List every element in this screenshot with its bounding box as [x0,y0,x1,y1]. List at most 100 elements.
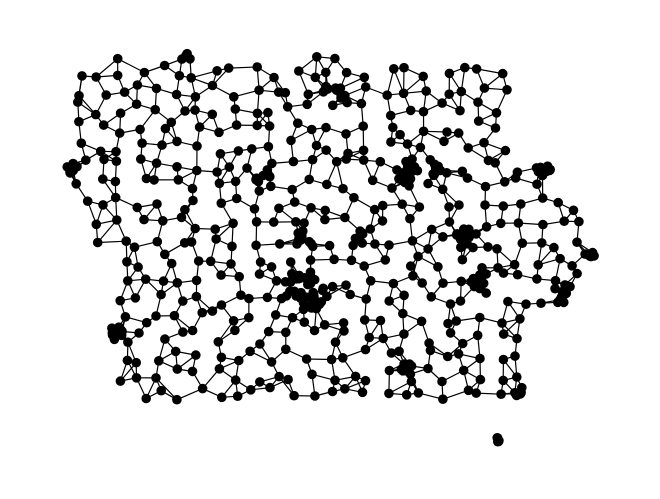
graph-node [532,179,542,189]
graph-node [472,330,483,341]
graph-node [194,122,205,132]
graph-node [517,238,528,248]
graph-node [442,127,452,137]
graph-node [123,276,133,286]
graph-node [122,257,132,267]
graph-node [438,232,448,242]
graph-node [182,51,192,62]
graph-node [457,338,468,349]
graph-node [174,70,185,81]
graph-node [280,277,291,287]
graph-node [406,376,417,387]
graph-node [401,390,412,400]
graph-node [537,238,547,248]
graph-node [77,71,87,81]
graph-node [497,68,508,79]
graph-node [121,236,131,246]
graph-node [309,325,320,336]
graph-node [166,117,177,128]
graph-node [308,289,319,300]
graph-node [76,138,87,148]
graph-node [263,326,274,337]
graph-node [271,276,282,286]
graph-node [339,326,349,336]
graph-node [230,176,241,187]
graph-node [438,394,448,405]
graph-node [98,174,108,184]
graph-node [341,154,352,164]
graph-node [151,373,161,383]
graph-node [111,156,122,166]
graph-node [234,271,244,282]
graph-node [172,394,182,405]
graph-node [151,158,162,168]
graph-node [417,278,428,288]
graph-node [512,372,522,382]
graph-node [306,203,316,213]
graph-node [280,87,291,98]
graph-node [545,164,555,175]
graph-node [568,205,579,216]
graph-node [111,146,121,157]
graph-node [197,383,208,394]
graph-node [516,387,526,398]
graph-node [305,255,316,265]
graph-node [536,298,546,309]
graph-node [492,433,503,443]
graph-node [491,108,502,118]
graph-node [266,181,276,192]
graph-node [445,299,456,309]
graph-node [115,108,126,118]
graph-node [160,249,170,260]
graph-node [210,224,220,234]
graph-node [213,337,224,347]
graph-node [480,200,490,210]
graph-node [369,204,380,215]
graph-node [191,291,202,302]
graph-node [349,192,359,203]
graph-node [187,366,198,377]
graph-node [356,98,367,109]
graph-node [565,281,575,292]
graph-node [171,89,182,100]
graph-node [231,120,242,130]
graph-node [73,97,83,107]
graph-node [413,251,423,262]
graph-node [457,254,468,265]
graph-node [360,375,371,386]
graph-node [418,71,429,82]
graph-node [172,278,183,288]
graph-node [110,192,121,203]
graph-node [159,60,170,71]
graph-node [471,229,481,239]
graph-node [421,86,432,96]
graph-node [112,70,123,81]
graph-node [188,195,198,206]
graph-node [254,85,264,95]
graph-node [398,308,408,319]
graph-node [555,253,565,264]
graph-node [387,183,397,193]
graph-node [214,364,225,374]
graph-node [389,64,399,74]
graph-node [423,178,433,189]
graph-node [282,102,293,112]
graph-node [398,366,408,376]
graph-node [216,270,226,280]
graph-node [496,218,506,229]
graph-node [455,230,466,240]
graph-node [330,53,340,64]
graph-node [439,136,449,147]
graph-node [119,87,130,97]
graph-node [405,213,415,224]
graph-node [388,122,398,133]
graph-node [244,293,254,304]
graph-node [173,175,184,185]
graph-node [311,140,322,151]
graph-node [418,126,429,137]
graph-node [397,199,408,209]
graph-node [141,393,151,404]
graph-node [377,216,388,226]
graph-node [479,137,489,148]
graph-node [359,261,370,271]
